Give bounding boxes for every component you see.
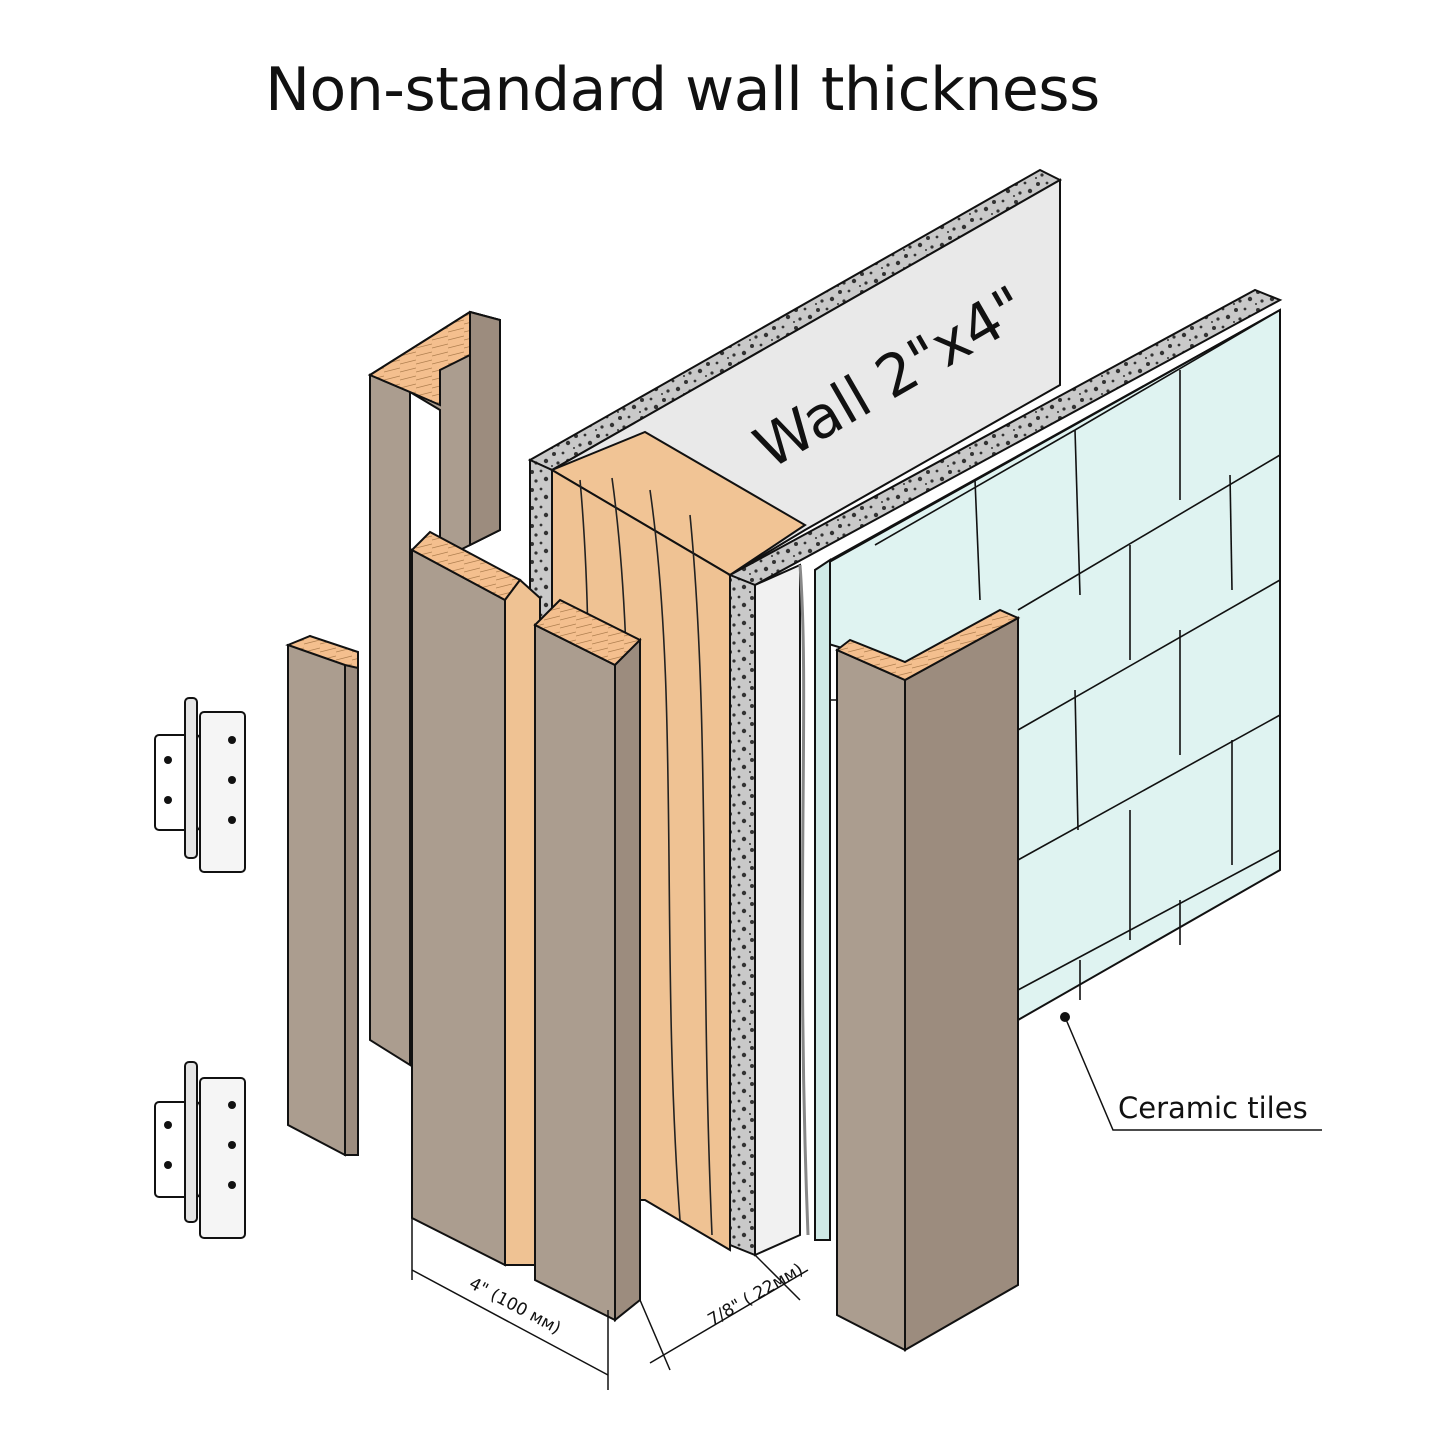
dimension-offset [639, 1254, 809, 1371]
jamb-profile-front [410, 530, 642, 1323]
tiles-label: Ceramic tiles [1118, 1091, 1308, 1125]
casing-l-profile [835, 608, 1021, 1352]
tile-grid [829, 309, 1281, 1000]
hinge-bottom-icon [154, 1061, 246, 1239]
tiled-wall: Ceramic tiles [727, 288, 1322, 1257]
jamb-profile-back [367, 310, 501, 1067]
diagram-title: Non-standard wall thickness [265, 55, 1100, 125]
dimension-width [411, 1218, 609, 1390]
dimension-offset-label: 7/8" ( 22мм) [705, 1260, 807, 1331]
hinge-top-icon [154, 697, 246, 873]
casing-strip [285, 634, 359, 1157]
